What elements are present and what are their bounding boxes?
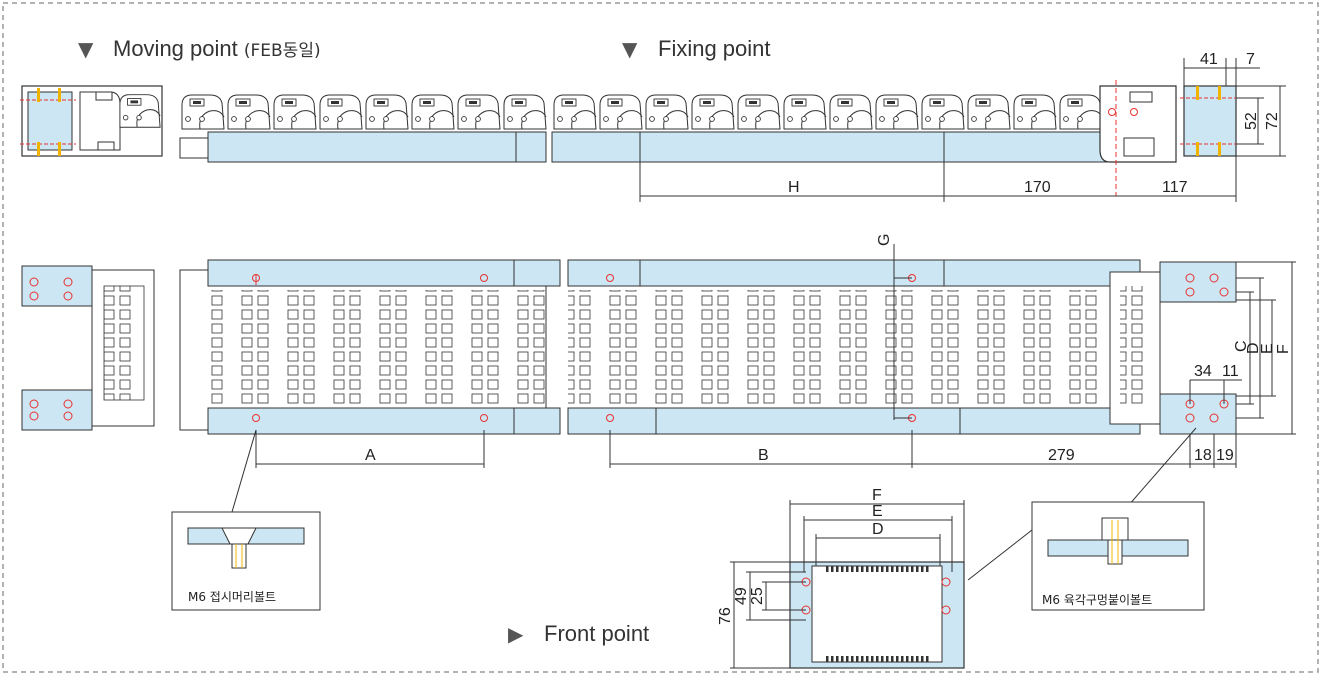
callout-left: M6 접시머리볼트 (171, 429, 321, 611)
side-view-dimension-lines (639, 58, 1286, 202)
heading-fixing: ▼ Fixing point (622, 36, 771, 61)
callout-right-label: M6 육각구멍붙이볼트 (1042, 593, 1152, 607)
dim-g: G (876, 234, 893, 246)
heading-fixing-text: Fixing point (658, 36, 771, 61)
heading-front: ▶ Front point (508, 621, 649, 646)
dim-h: H (788, 179, 800, 196)
heading-moving-suffix: (FEB동일) (244, 41, 321, 61)
moving-end-bracket-side (20, 85, 163, 157)
top-view-dimension-lines (255, 244, 1296, 468)
fixed-end-bracket-top (1159, 261, 1237, 435)
dim-18: 18 (1194, 447, 1212, 464)
heading-front-marker: ▶ (508, 622, 524, 646)
dim-f: F (1275, 344, 1292, 354)
heading-moving: ▼ Moving point (FEB동일) (78, 36, 321, 61)
fixed-end-bracket-side (1099, 80, 1240, 196)
dim-e: E (1259, 343, 1276, 354)
dim-34: 34 (1194, 363, 1212, 380)
heading-front-text: Front point (544, 621, 649, 646)
chain-segment-right-top (567, 259, 1161, 435)
dim-279: 279 (1048, 447, 1075, 464)
chain-segment-left-side (179, 94, 547, 163)
dim-25: 25 (749, 587, 766, 605)
dim-front-f: F (872, 487, 882, 504)
dim-76: 76 (717, 607, 734, 625)
heading-fixing-marker: ▼ (622, 37, 638, 61)
dim-b: B (758, 447, 769, 464)
dim-front-d: D (872, 521, 884, 538)
dim-19: 19 (1216, 447, 1234, 464)
callout-left-label: M6 접시머리볼트 (188, 590, 276, 604)
dim-72: 72 (1264, 112, 1281, 130)
svg-text:Moving point (FEB동일): Moving point (FEB동일) (113, 36, 321, 61)
front-view: F E D 76 49 25 (717, 487, 965, 669)
dim-front-e: E (872, 503, 883, 520)
dim-49: 49 (733, 587, 750, 605)
dim-c: C (1233, 340, 1250, 352)
top-view: A B 279 G C D E F 34 11 18 19 (21, 234, 1296, 468)
dim-52: 52 (1243, 112, 1260, 130)
heading-moving-marker: ▼ (78, 37, 94, 61)
dim-41: 41 (1200, 51, 1218, 68)
dim-7: 7 (1246, 51, 1255, 68)
dim-d: D (1245, 342, 1262, 354)
heading-moving-text: Moving point (113, 36, 244, 61)
dim-a: A (365, 447, 376, 464)
dim-117: 117 (1162, 179, 1188, 196)
side-view: H 170 117 41 7 52 72 (20, 51, 1286, 202)
dim-11: 11 (1222, 363, 1239, 380)
dim-170: 170 (1024, 179, 1051, 196)
moving-end-bracket-top (21, 265, 155, 431)
chain-segment-left-top (179, 259, 561, 435)
callout-right: M6 육각구멍붙이볼트 (967, 427, 1205, 611)
chain-segment-right-side (551, 94, 1115, 163)
